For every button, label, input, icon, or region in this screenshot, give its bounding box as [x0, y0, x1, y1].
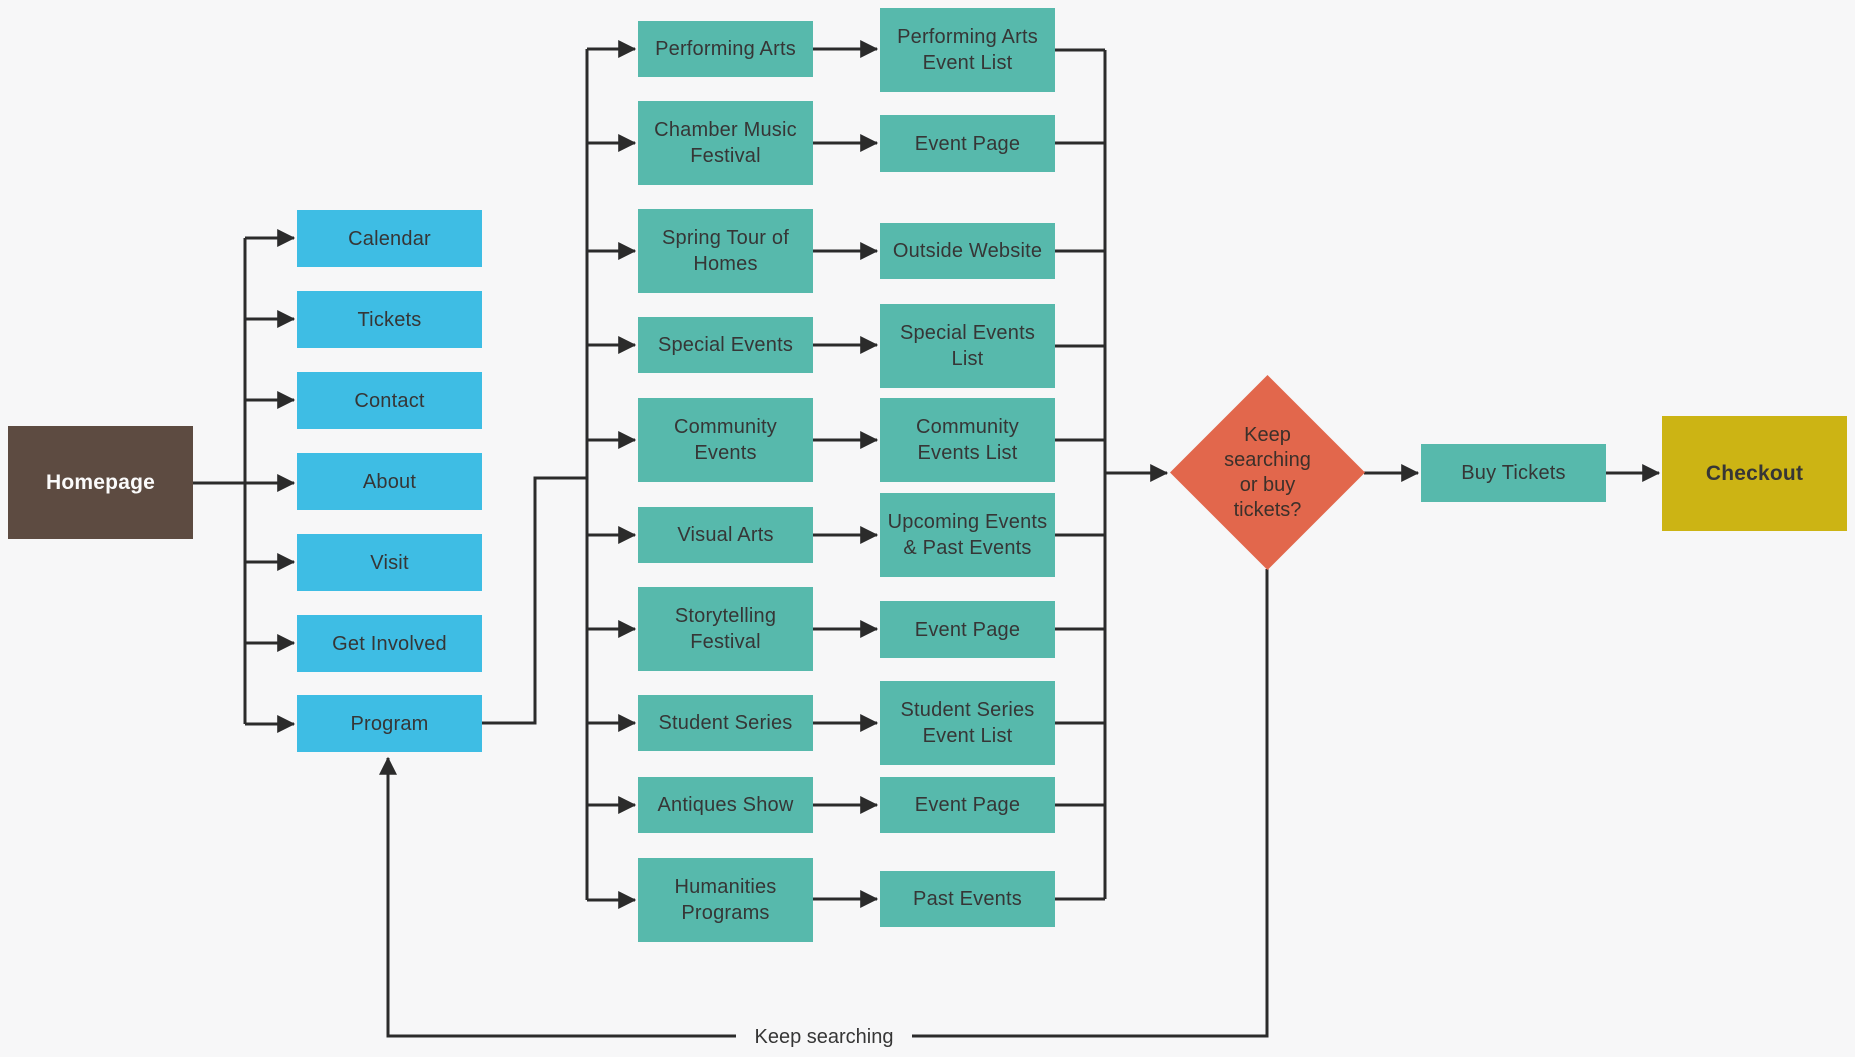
- node-student-series-event-list: Student Series Event List: [880, 681, 1055, 765]
- node-humanities-programs: Humanities Programs: [638, 858, 813, 942]
- node-visual-arts: Visual Arts: [638, 507, 813, 563]
- node-event-page: Event Page: [880, 115, 1055, 172]
- node-event-page: Event Page: [880, 777, 1055, 833]
- node-special-events: Special Events: [638, 317, 813, 373]
- node-storytelling-festival: Storytelling Festival: [638, 587, 813, 671]
- decision-label: Keep searching or buy tickets?: [1224, 423, 1311, 521]
- node-chamber-music-festival: Chamber Music Festival: [638, 101, 813, 185]
- node-student-series: Student Series: [638, 695, 813, 751]
- node-homepage: Homepage: [8, 426, 193, 539]
- node-decision: Keep searching or buy tickets?: [1170, 375, 1365, 570]
- node-visit: Visit: [297, 534, 482, 591]
- node-antiques-show: Antiques Show: [638, 777, 813, 833]
- node-past-events: Past Events: [880, 871, 1055, 927]
- node-event-page: Event Page: [880, 601, 1055, 658]
- node-performing-arts: Performing Arts: [638, 21, 813, 77]
- node-about: About: [297, 453, 482, 510]
- node-buy-tickets: Buy Tickets: [1421, 444, 1606, 502]
- node-special-events-list: Special Events List: [880, 304, 1055, 388]
- node-checkout: Checkout: [1662, 416, 1847, 531]
- node-tickets: Tickets: [297, 291, 482, 348]
- node-get-involved: Get Involved: [297, 615, 482, 672]
- node-community-events: Community Events: [638, 398, 813, 482]
- node-calendar: Calendar: [297, 210, 482, 267]
- loop-label: Keep searching: [736, 1022, 912, 1052]
- node-upcoming-events-past-events: Upcoming Events & Past Events: [880, 493, 1055, 577]
- node-performing-arts-event-list: Performing Arts Event List: [880, 8, 1055, 92]
- decision-diamond-shape: [1170, 375, 1365, 570]
- node-spring-tour-of-homes: Spring Tour of Homes: [638, 209, 813, 293]
- node-outside-website: Outside Website: [880, 223, 1055, 279]
- node-program: Program: [297, 695, 482, 752]
- node-community-events-list: Community Events List: [880, 398, 1055, 482]
- node-contact: Contact: [297, 372, 482, 429]
